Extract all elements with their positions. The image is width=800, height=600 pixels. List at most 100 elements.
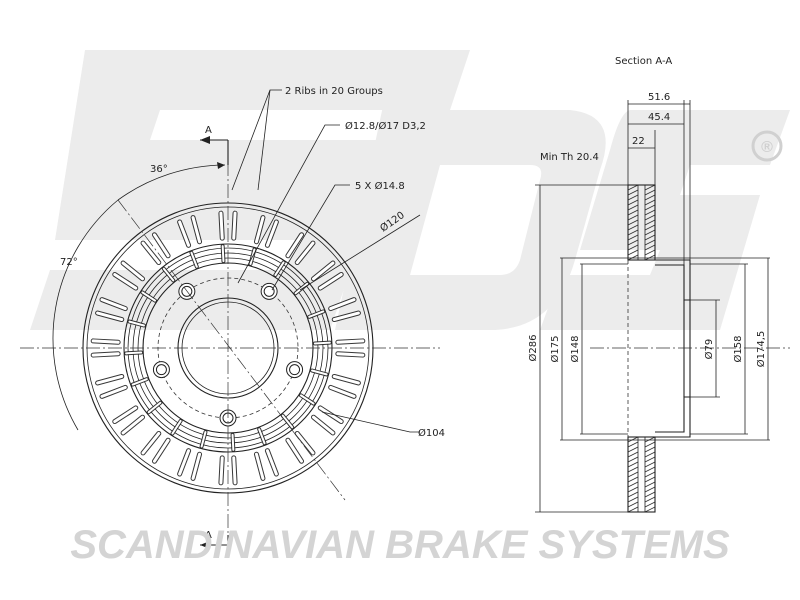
logo-letter-b xyxy=(335,50,606,330)
rib-slot-inner xyxy=(231,433,235,451)
friction-ring-top xyxy=(627,184,656,261)
hatch-line xyxy=(644,441,656,448)
hatch-line xyxy=(627,239,639,246)
hatch-line xyxy=(627,476,639,483)
dim-79: Ø79 xyxy=(703,339,715,360)
rib-slot-inner xyxy=(336,352,365,357)
rib-slot-inner xyxy=(121,261,145,281)
logo-letter-s2 xyxy=(540,110,790,330)
hatch-line xyxy=(644,244,656,251)
sbs-logo-watermark: ® xyxy=(30,50,790,330)
hatch-line xyxy=(644,466,656,473)
rib-slot-inner xyxy=(125,351,143,355)
rib-slot-inner xyxy=(219,211,224,240)
holes-leader xyxy=(271,184,350,291)
dim-174-5: Ø174,5 xyxy=(755,331,767,368)
dim-148: Ø148 xyxy=(569,336,581,363)
rib-slot-inner xyxy=(100,298,127,311)
hatch-line xyxy=(627,254,639,261)
cooling-ribs xyxy=(90,210,366,486)
hatch-line xyxy=(627,471,639,478)
rib-slot-inner xyxy=(318,406,343,424)
section-marker-top-label: A xyxy=(205,125,212,136)
rib-slot-inner xyxy=(219,456,224,485)
hatch-line xyxy=(644,446,656,453)
bolt-hole xyxy=(289,364,301,376)
hatch-line xyxy=(644,436,656,443)
hatch-line xyxy=(627,224,639,231)
hub-leader xyxy=(321,411,420,433)
hatch-line xyxy=(644,239,656,246)
rib-slot-inner xyxy=(152,233,170,258)
hatch-line xyxy=(644,481,656,488)
hatch-line xyxy=(644,471,656,478)
hatch-line xyxy=(644,209,656,216)
hub-label: Ø104 xyxy=(418,427,445,439)
angle-72-arc xyxy=(52,199,119,431)
hatch-line xyxy=(644,194,656,201)
hatch-line xyxy=(644,189,656,196)
rib-slot-inner xyxy=(311,369,328,376)
hatch-line xyxy=(644,506,656,513)
front-view: A A 36° 72° 2 Ribs in 20 Groups Ø12.8/Ø1… xyxy=(20,86,445,555)
section-marker-top: A xyxy=(200,125,229,165)
hatch-line xyxy=(644,219,656,226)
hatch-line xyxy=(627,496,639,503)
hatch-line xyxy=(627,446,639,453)
hatch-line xyxy=(644,229,656,236)
brand-line-watermark: SCANDINAVIAN BRAKE SYSTEMS xyxy=(70,523,730,567)
diagonal-centerline xyxy=(117,199,346,501)
rib-slot-inner xyxy=(232,211,237,240)
hatch-line xyxy=(644,234,656,241)
angle-36-label: 36° xyxy=(150,164,168,175)
rib-slot-inner xyxy=(232,456,237,485)
hatch-line xyxy=(627,214,639,221)
section-hatch-bottom xyxy=(627,436,656,513)
hatch-line xyxy=(644,249,656,256)
logo-letter-s xyxy=(30,50,420,330)
angle-36-arc xyxy=(117,164,226,201)
rib-slot-inner xyxy=(332,311,360,322)
hatch-line xyxy=(627,234,639,241)
section-marker-bottom-label: A xyxy=(205,530,212,541)
rib-slot-inner xyxy=(96,374,124,385)
hatch-line xyxy=(627,189,639,196)
hatch-line xyxy=(644,204,656,211)
hatch-line xyxy=(644,496,656,503)
dim-45-4: 45.4 xyxy=(648,112,670,123)
hatch-line xyxy=(627,199,639,206)
rib-slot-inner xyxy=(221,245,225,263)
rib-slot-inner xyxy=(200,431,207,448)
rib-slot-inner xyxy=(329,385,356,398)
rib-slot-inner xyxy=(254,216,265,244)
registered-mark: ® xyxy=(761,139,773,156)
rib-slot-inner xyxy=(178,220,191,247)
bolt-hole xyxy=(155,364,167,376)
hatch-line xyxy=(627,491,639,498)
rib-slot-inner xyxy=(265,449,278,476)
hatch-line xyxy=(644,199,656,206)
hatch-line xyxy=(627,441,639,448)
rib-slot-inner xyxy=(258,428,266,445)
rib-slot-inner xyxy=(191,216,202,244)
hatch-line xyxy=(627,486,639,493)
rib-slot-inner xyxy=(254,452,265,480)
rib-slot-inner xyxy=(295,241,315,265)
hatch-line xyxy=(644,456,656,463)
hatch-line xyxy=(627,194,639,201)
hatch-line xyxy=(627,451,639,458)
hatch-line xyxy=(627,466,639,473)
rib-slot-inner xyxy=(286,438,304,463)
dim-158: Ø158 xyxy=(732,336,744,363)
bolt-hole xyxy=(263,285,275,297)
rib-slot-inner xyxy=(178,449,191,476)
rib-slot-inner xyxy=(313,341,331,345)
rib-slot-inner xyxy=(141,241,161,265)
rib-slot-inner xyxy=(152,438,170,463)
hatch-line xyxy=(627,501,639,508)
hatch-line xyxy=(627,229,639,236)
rib-slot-inner xyxy=(318,272,343,290)
section-view: Section A-A Min Th 20.4 51.6 45.4 22 xyxy=(527,56,790,513)
rib-slot-inner xyxy=(190,251,198,268)
